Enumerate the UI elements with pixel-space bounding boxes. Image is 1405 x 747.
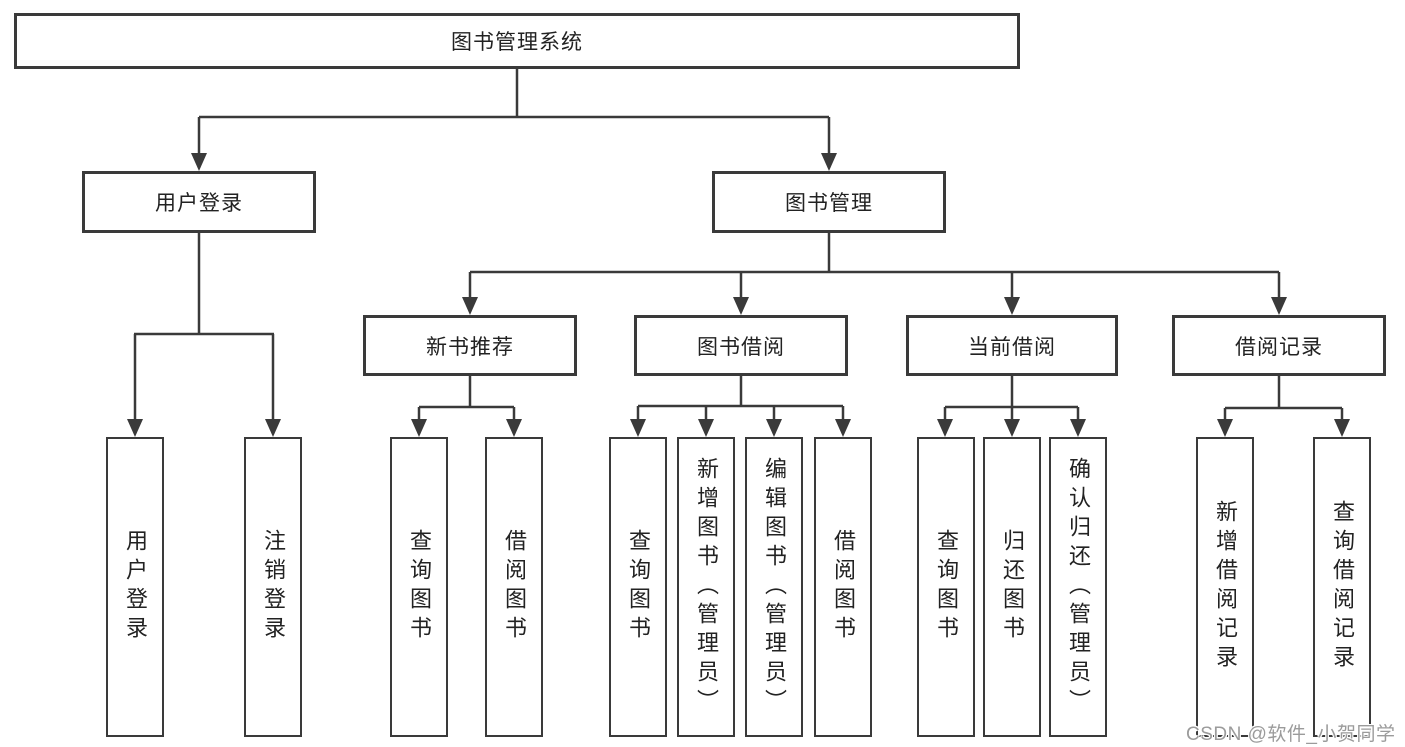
- leaf-current-query-books: 查询图书: [917, 437, 975, 737]
- node-label: 用户登录: [123, 529, 148, 645]
- leaf-borrowing-query-books: 查询图书: [609, 437, 667, 737]
- node-label: 查询图书: [626, 529, 651, 645]
- leaf-borrow-books: 借阅图书: [814, 437, 872, 737]
- node-label: 编辑图书（管理员）: [762, 456, 787, 718]
- node-label: 查询图书: [934, 529, 959, 645]
- node-label: 新书推荐: [426, 335, 514, 359]
- node-label: 借阅图书: [502, 529, 527, 645]
- node-borrowing-records: 借阅记录: [1172, 315, 1386, 376]
- node-book-borrowing: 图书借阅: [634, 315, 848, 376]
- node-book-management: 图书管理: [712, 171, 946, 233]
- watermark: CSDN @软件_小贺同学: [1186, 724, 1396, 745]
- node-label: 当前借阅: [968, 335, 1056, 359]
- leaf-query-borrow-record: 查询借阅记录: [1313, 437, 1371, 737]
- leaf-return-books: 归还图书: [983, 437, 1041, 737]
- node-new-book-recommendation: 新书推荐: [363, 315, 577, 376]
- node-label: 用户登录: [155, 192, 243, 215]
- node-label: 借阅图书: [831, 529, 856, 645]
- node-label: 借阅记录: [1235, 335, 1323, 359]
- leaf-confirm-return-admin: 确认归还（管理员）: [1049, 437, 1107, 737]
- leaf-add-borrow-record: 新增借阅记录: [1196, 437, 1254, 737]
- leaf-recommend-query-books: 查询图书: [390, 437, 448, 737]
- node-user-login: 用户登录: [82, 171, 316, 233]
- node-label: 图书借阅: [697, 335, 785, 359]
- node-label: 查询借阅记录: [1330, 500, 1355, 674]
- connector-lines: [133, 69, 1344, 434]
- node-label: 归还图书: [1000, 529, 1025, 645]
- node-label: 新增图书（管理员）: [694, 456, 719, 718]
- node-root-library-management-system: 图书管理系统: [14, 13, 1020, 69]
- node-label: 注销登录: [261, 529, 286, 645]
- node-label: 图书管理: [785, 192, 873, 215]
- node-current-borrowing: 当前借阅: [906, 315, 1118, 376]
- node-label: 确认归还（管理员）: [1066, 456, 1091, 718]
- leaf-edit-books-admin: 编辑图书（管理员）: [745, 437, 803, 737]
- leaf-add-books-admin: 新增图书（管理员）: [677, 437, 735, 737]
- node-label: 新增借阅记录: [1213, 500, 1238, 674]
- leaf-recommend-borrow-books: 借阅图书: [485, 437, 543, 737]
- leaf-user-login: 用户登录: [106, 437, 164, 737]
- node-label: 图书管理系统: [451, 31, 583, 54]
- leaf-logout: 注销登录: [244, 437, 302, 737]
- node-label: 查询图书: [407, 529, 432, 645]
